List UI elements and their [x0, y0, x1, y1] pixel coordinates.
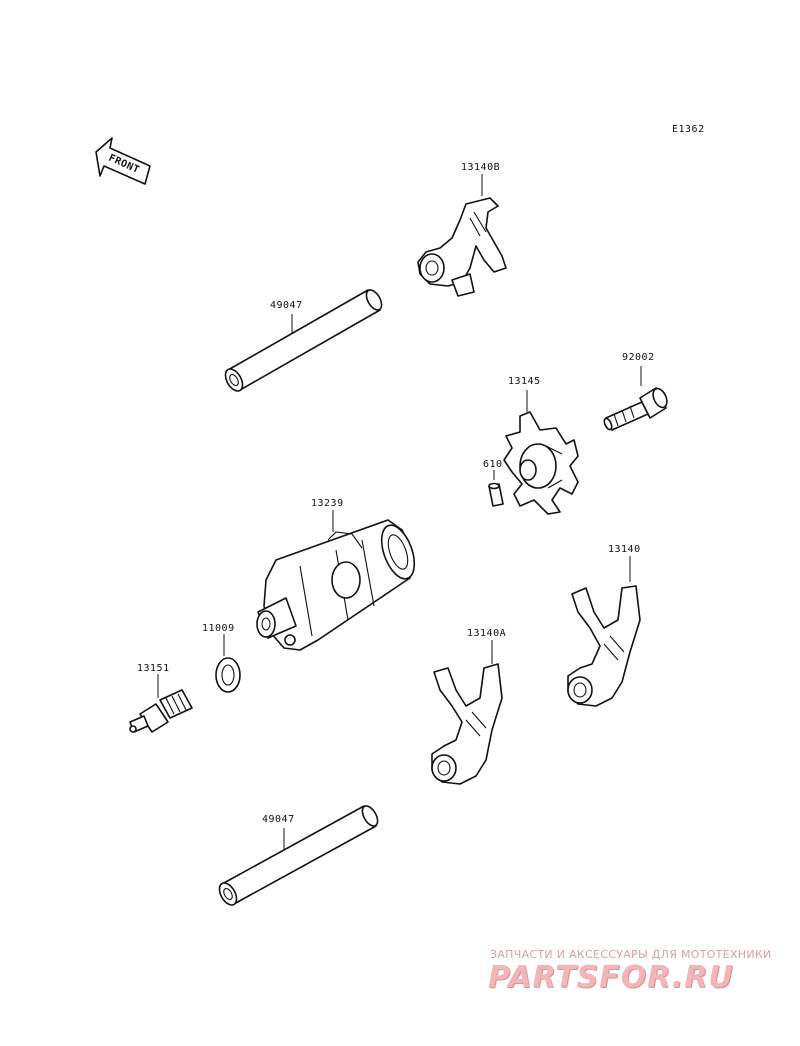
label-13140b: 13140B: [461, 162, 500, 173]
label-610: 610: [483, 459, 503, 470]
label-49047-top: 49047: [270, 300, 303, 311]
label-13140a: 13140A: [467, 628, 506, 639]
washer-11009: [215, 634, 241, 693]
shaft-49047-bottom: [218, 805, 379, 906]
label-13140: 13140: [608, 544, 641, 555]
label-13151: 13151: [137, 663, 170, 674]
diagram-code: E1362: [672, 124, 705, 135]
drum-cam-13145: [503, 390, 579, 515]
watermark-brand: PARTSFOR.RU: [488, 960, 734, 995]
label-49047-bottom: 49047: [262, 814, 295, 825]
bolt-92002: [603, 366, 668, 431]
shaft-49047-top: [224, 289, 383, 392]
label-11009: 11009: [202, 623, 235, 634]
shift-fork-13140b: [417, 174, 507, 297]
shift-fork-13140: [567, 556, 641, 707]
label-92002: 92002: [622, 352, 655, 363]
front-arrow-icon: FRONT: [95, 137, 151, 185]
label-13239: 13239: [311, 498, 344, 509]
pin-610: [488, 470, 504, 507]
shift-drum-13239: [256, 510, 416, 651]
neutral-switch-13151: [129, 674, 193, 733]
shift-fork-13140a: [431, 640, 503, 785]
label-13145: 13145: [508, 376, 541, 387]
watermark-tagline: ЗАПЧАСТИ И АКСЕССУАРЫ ДЛЯ МОТОТЕХНИКИ: [490, 948, 772, 961]
